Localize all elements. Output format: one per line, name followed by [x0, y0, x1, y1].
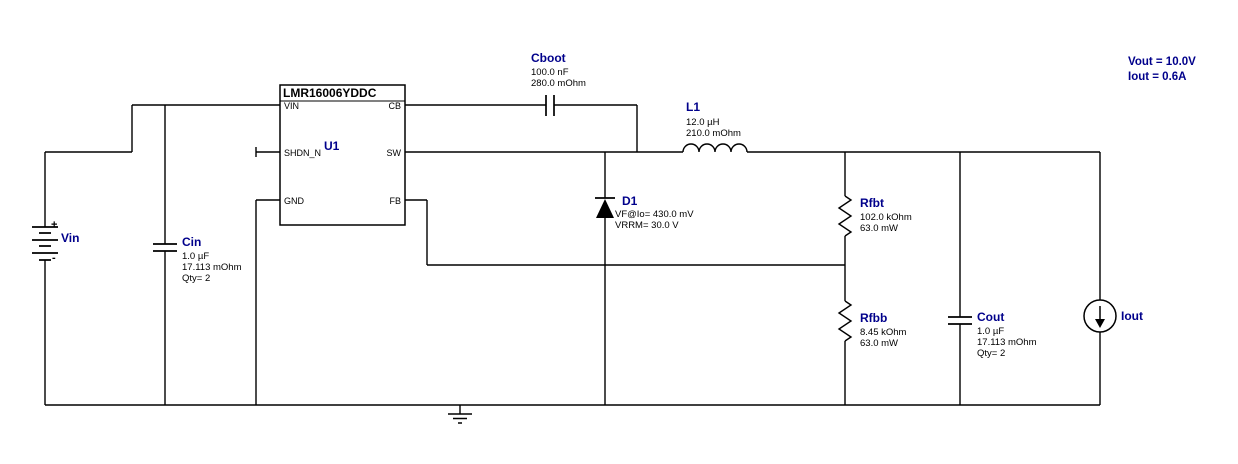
battery-plates: [32, 226, 58, 261]
cin-plates: [153, 243, 177, 252]
d1-label: D1: [622, 194, 638, 208]
vin-battery-symbol[interactable]: [32, 226, 58, 261]
l1-inductor-symbol[interactable]: [682, 143, 748, 153]
cout-qty: Qty= 2: [977, 348, 1005, 359]
wire-fb-net: [405, 199, 845, 266]
vin-plus-sign: +: [51, 219, 57, 231]
wire-layer: [44, 104, 1101, 406]
wire-cb-net: [405, 104, 638, 152]
ic-u1[interactable]: LMR16006YDDC VIN SHDN_N GND CB SW FB U1: [279, 84, 406, 226]
cboot-esr: 280.0 mOhm: [531, 78, 586, 89]
rfbb-label: Rfbb: [860, 311, 887, 325]
l1-esr: 210.0 mOhm: [686, 128, 741, 139]
ic-pin-sw: SW: [387, 148, 402, 158]
ground-strokes: [448, 405, 472, 424]
rfbb-value: 8.45 kOhm: [860, 327, 907, 338]
cin-esr: 17.113 mOhm: [182, 262, 242, 273]
vin-minus-sign: -: [52, 252, 56, 264]
l1-coil: [682, 143, 748, 153]
vout-annotation: Vout = 10.0V: [1128, 56, 1196, 68]
vin-label: Vin: [61, 231, 79, 245]
cboot-plates: [545, 95, 555, 116]
iout-current-source-symbol[interactable]: [1083, 299, 1117, 333]
rfbb-power: 63.0 mW: [860, 338, 898, 349]
d1-anode-triangle: [596, 199, 614, 218]
ic-pin-fb: FB: [389, 196, 401, 206]
cin-label: Cin: [182, 235, 201, 249]
cout-esr: 17.113 mOhm: [977, 337, 1037, 348]
ic-pin-cb: CB: [388, 101, 401, 111]
rfbb-resistor-symbol[interactable]: [837, 265, 853, 405]
cin-qty: Qty= 2: [182, 273, 210, 284]
cboot-value: 100.0 nF: [531, 67, 569, 78]
ic-pin-vin: VIN: [284, 101, 299, 111]
ic-part-number: LMR16006YDDC: [283, 86, 377, 100]
rfbt-value: 102.0 kOhm: [860, 212, 912, 223]
cboot-label: Cboot: [531, 51, 566, 65]
wire-input-net: [44, 104, 280, 227]
ic-pin-gnd: GND: [284, 196, 305, 206]
cout-value: 1.0 µF: [977, 326, 1004, 337]
cin-capacitor-symbol[interactable]: [153, 243, 177, 252]
cout-plates: [948, 316, 972, 325]
ic-body: [279, 84, 406, 226]
rfbb-zigzag: [837, 300, 853, 342]
ic-pin-shdn-n: SHDN_N: [284, 148, 321, 158]
d1-diode-symbol[interactable]: [595, 197, 615, 218]
wire-shdn-stub: [255, 147, 280, 157]
d1-vf: VF@Io= 430.0 mV: [615, 209, 694, 220]
d1-vrrm: VRRM= 30.0 V: [615, 220, 679, 231]
rfbt-resistor-symbol[interactable]: [837, 152, 853, 265]
cin-value: 1.0 µF: [182, 251, 209, 262]
ic-ref-designator: U1: [324, 139, 340, 153]
iout-label: Iout: [1121, 309, 1143, 323]
rfbt-label: Rfbt: [860, 196, 884, 210]
cout-label: Cout: [977, 310, 1004, 324]
l1-label: L1: [686, 100, 700, 114]
rfbt-power: 63.0 mW: [860, 223, 898, 234]
l1-value: 12.0 µH: [686, 117, 720, 128]
cout-capacitor-symbol[interactable]: [948, 316, 972, 325]
iout-arrow-head: [1095, 319, 1105, 328]
wire-vout-net: [747, 151, 1101, 300]
wire-gnd-pin: [255, 199, 280, 405]
rfbt-zigzag: [837, 195, 853, 237]
iout-annotation: Iout = 0.6A: [1128, 71, 1186, 83]
ground-symbol: [448, 405, 472, 424]
cboot-capacitor-symbol[interactable]: [545, 95, 555, 116]
